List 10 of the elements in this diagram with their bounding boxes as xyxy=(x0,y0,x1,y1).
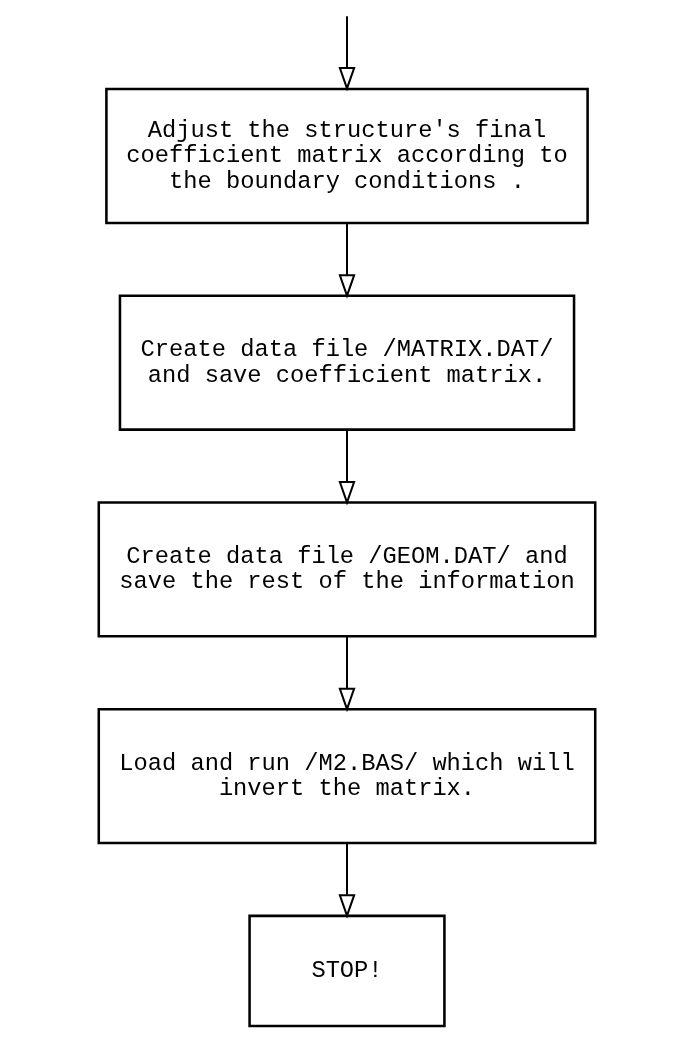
node-box: Create data file /MATRIX.DAT/ and save coefficient matrix. xyxy=(118,294,576,431)
arrow xyxy=(338,636,356,713)
arrow xyxy=(338,16,356,92)
node-box: Adjust the structure's final coefficient matrix according to the boundary conditions . xyxy=(105,87,589,225)
node-box: STOP! xyxy=(248,914,446,1028)
arrow xyxy=(338,429,356,506)
arrow xyxy=(338,223,356,299)
node-box: Load and run /M2.BAS/ which will invert the matrix. xyxy=(97,707,597,845)
node-box: Create data file /GEOM.DAT/ and save the rest of the information xyxy=(97,501,597,638)
arrow xyxy=(338,843,356,919)
